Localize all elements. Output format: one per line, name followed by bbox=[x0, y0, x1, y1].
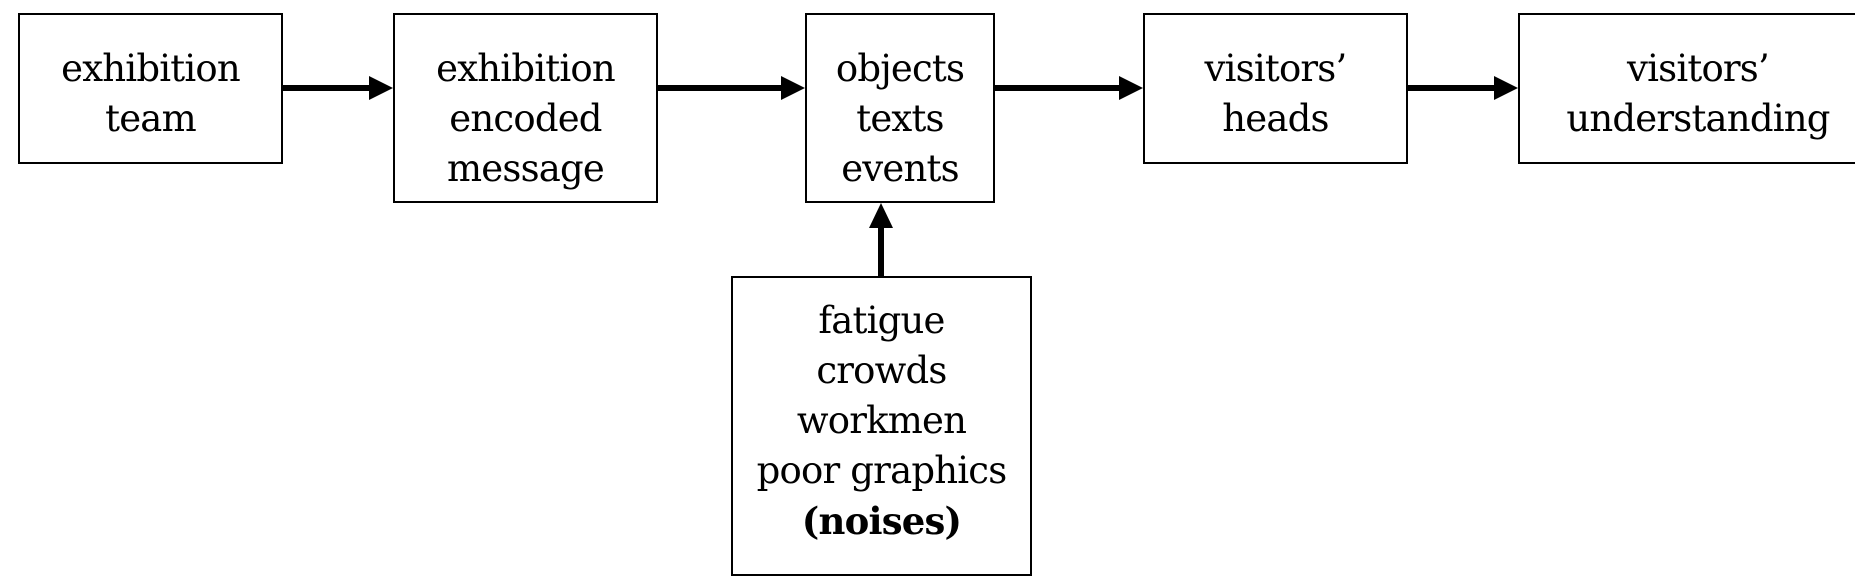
node-encoded-message: exhibition encoded message bbox=[393, 13, 658, 203]
diagram-arrows bbox=[283, 76, 1518, 276]
node-label-line: exhibition bbox=[436, 47, 616, 90]
node-exhibition-team: exhibition team bbox=[18, 13, 283, 164]
node-label-line: fatigue bbox=[818, 299, 945, 342]
node-label-line: exhibition bbox=[61, 47, 241, 90]
arrow-objects-to-heads bbox=[995, 76, 1143, 100]
node-label-line: events bbox=[841, 147, 959, 190]
arrow-noises-to-objects bbox=[869, 203, 893, 276]
node-label-emphasis: (noises) bbox=[801, 499, 962, 543]
node-visitors-understanding: visitors’ understanding bbox=[1518, 13, 1855, 164]
node-visitors-heads: visitors’ heads bbox=[1143, 13, 1408, 164]
node-objects-texts-events: objects texts events bbox=[805, 13, 995, 203]
communication-flow-diagram: exhibition team exhibition encoded messa… bbox=[18, 13, 1855, 576]
arrow-team-to-message bbox=[283, 76, 393, 100]
node-label-line: heads bbox=[1222, 97, 1329, 140]
node-label-line: message bbox=[447, 147, 605, 190]
node-label-line: crowds bbox=[816, 349, 947, 392]
node-label-line: understanding bbox=[1566, 97, 1830, 140]
node-label-line: poor graphics bbox=[756, 449, 1008, 492]
node-label-line: objects bbox=[835, 47, 965, 90]
node-label-line: visitors’ bbox=[1204, 47, 1348, 90]
node-label-line: workmen bbox=[796, 399, 967, 442]
node-label-line: team bbox=[105, 97, 197, 140]
node-label-line: texts bbox=[856, 97, 944, 140]
node-noises: fatigue crowds workmen poor graphics (no… bbox=[731, 276, 1032, 576]
arrow-heads-to-understanding bbox=[1408, 76, 1518, 100]
node-label-line: visitors’ bbox=[1627, 47, 1770, 90]
node-label-line: encoded bbox=[449, 97, 602, 140]
arrow-message-to-objects bbox=[658, 76, 805, 100]
